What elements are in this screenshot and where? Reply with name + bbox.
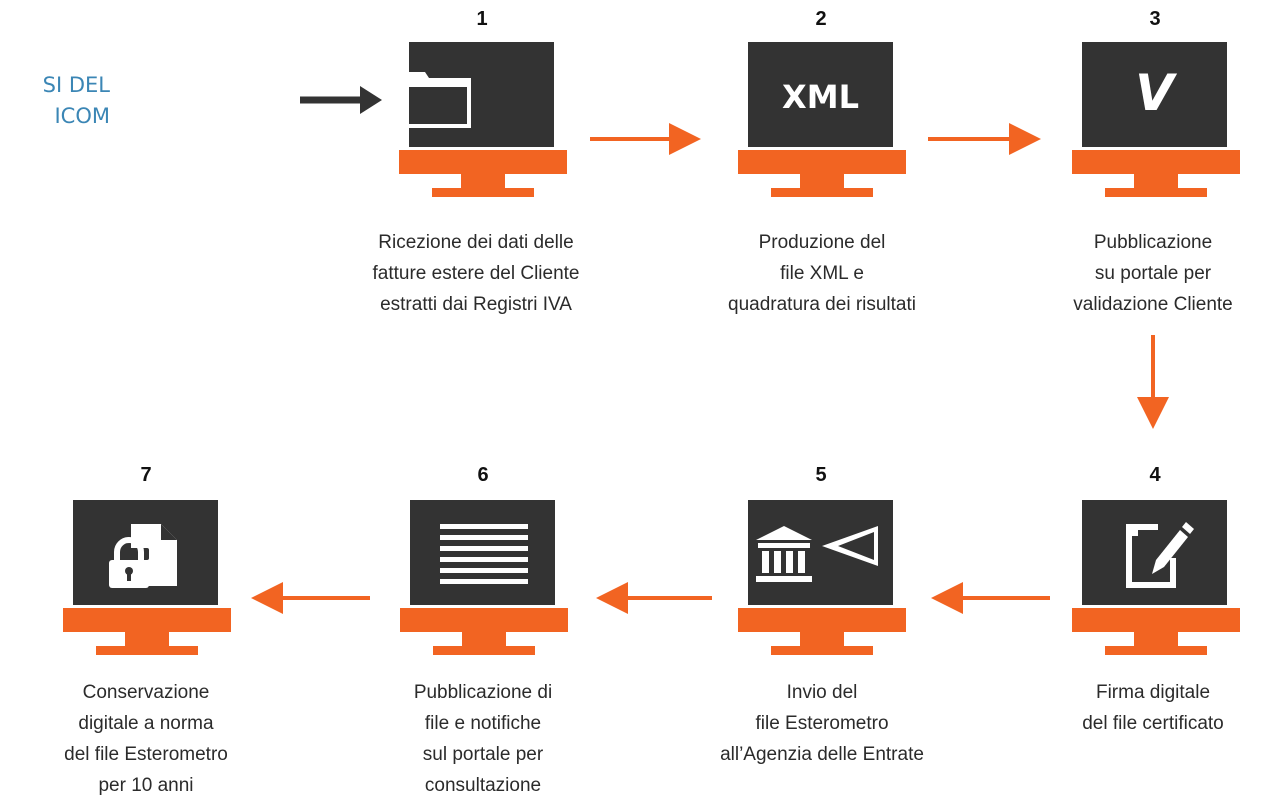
step-4-description: Firma digitale del file certificato xyxy=(983,677,1269,739)
bank-send-icon xyxy=(756,526,878,582)
signature-pen-icon xyxy=(1126,522,1194,588)
monitor-1 xyxy=(399,42,567,207)
monitor-bezel xyxy=(1072,150,1240,174)
monitor-screen xyxy=(748,500,893,605)
desc-line: estratti dai Registri IVA xyxy=(380,294,572,315)
desc-line: digitale a norma xyxy=(78,713,214,734)
folder-input-icon xyxy=(409,72,471,128)
desc-line: su portale per xyxy=(1094,263,1212,284)
monitor-bezel xyxy=(738,608,906,632)
monitor-2: XML xyxy=(738,42,906,207)
monitor-3: V xyxy=(1072,42,1240,207)
step-number: 3 xyxy=(1149,8,1161,30)
corner-title: SI DEL ICOM xyxy=(0,70,110,132)
desc-line: del file certificato xyxy=(1082,713,1224,734)
desc-line: file Esterometro xyxy=(755,713,889,734)
step-1-description: Ricezione dei dati delle fatture estere … xyxy=(306,227,646,320)
corner-title-line-1: SI DEL xyxy=(42,73,110,97)
monitor-neck xyxy=(1134,632,1178,646)
monitor-base xyxy=(433,646,535,655)
desc-line: per 10 anni xyxy=(98,775,194,796)
monitor-base xyxy=(1105,188,1207,197)
step-number: 6 xyxy=(477,464,489,486)
step-7-description: Conservazione digitale a norma del file … xyxy=(0,677,316,801)
monitor-base xyxy=(1105,646,1207,655)
step-number: 7 xyxy=(140,464,152,486)
checkmark-icon: V xyxy=(1135,64,1174,122)
monitor-neck xyxy=(800,632,844,646)
desc-line: Produzione del xyxy=(758,232,886,253)
monitor-screen: XML xyxy=(748,42,893,147)
monitor-neck xyxy=(462,632,506,646)
monitor-neck xyxy=(461,174,505,188)
desc-line: Conservazione xyxy=(82,682,210,703)
step-number: 4 xyxy=(1149,464,1161,486)
desc-line: Ricezione dei dati delle xyxy=(378,232,574,253)
desc-line: file XML e xyxy=(780,263,864,284)
monitor-bezel xyxy=(63,608,231,632)
desc-line: sul portale per xyxy=(422,744,544,765)
xml-icon: XML xyxy=(782,78,859,116)
step-number: 1 xyxy=(476,8,488,30)
monitor-4 xyxy=(1072,500,1240,665)
monitor-neck xyxy=(125,632,169,646)
monitor-neck xyxy=(1134,174,1178,188)
step-3-description: Pubblicazione su portale per validazione… xyxy=(983,227,1269,320)
step-2-description: Produzione del file XML e quadratura dei… xyxy=(652,227,992,320)
monitor-bezel xyxy=(738,150,906,174)
monitor-bezel xyxy=(399,150,567,174)
desc-line: Pubblicazione di xyxy=(413,682,553,703)
monitor-screen: V xyxy=(1082,42,1227,147)
monitor-base xyxy=(771,188,873,197)
desc-line: del file Esterometro xyxy=(64,744,228,765)
document-lines-icon xyxy=(440,524,528,584)
monitor-6 xyxy=(400,500,568,665)
monitor-screen xyxy=(409,42,554,147)
step-5-description: Invio del file Esterometro all’Agenzia d… xyxy=(652,677,992,770)
monitor-neck xyxy=(800,174,844,188)
monitor-bezel xyxy=(1072,608,1240,632)
input-arrow xyxy=(300,86,382,114)
monitor-screen xyxy=(73,500,218,605)
monitor-5 xyxy=(738,500,906,665)
desc-line: Pubblicazione xyxy=(1093,232,1213,253)
monitor-screen xyxy=(1082,500,1227,605)
monitor-7 xyxy=(63,500,231,665)
monitor-screen xyxy=(410,500,555,605)
locked-file-icon xyxy=(109,524,177,588)
corner-title-line-2: ICOM xyxy=(54,104,110,128)
monitor-base xyxy=(96,646,198,655)
desc-line: Invio del xyxy=(786,682,858,703)
monitor-bezel xyxy=(400,608,568,632)
monitor-base xyxy=(771,646,873,655)
desc-line: consultazione xyxy=(424,775,542,796)
desc-line: validazione Cliente xyxy=(1073,294,1233,315)
step-number: 2 xyxy=(815,8,827,30)
monitor-base xyxy=(432,188,534,197)
desc-line: fatture estere del Cliente xyxy=(372,263,580,284)
desc-line: quadratura dei risultati xyxy=(728,294,916,315)
desc-line: file e notifiche xyxy=(424,713,542,734)
desc-line: all’Agenzia delle Entrate xyxy=(720,744,924,765)
desc-line: Firma digitale xyxy=(1095,682,1211,703)
step-number: 5 xyxy=(815,464,827,486)
step-6-description: Pubblicazione di file e notifiche sul po… xyxy=(313,677,653,801)
